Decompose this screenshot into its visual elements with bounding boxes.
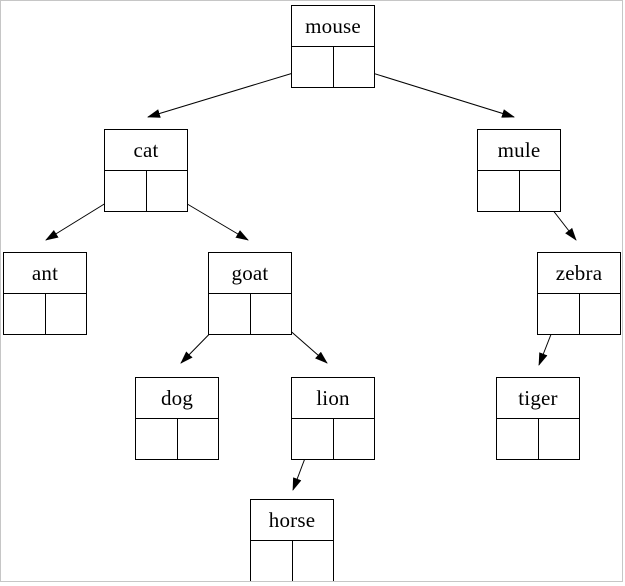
tree-node-lion: lion	[291, 377, 375, 460]
tree-node-ant: ant	[3, 252, 87, 335]
right-pointer-cell	[580, 294, 621, 334]
left-pointer-cell	[497, 419, 539, 459]
tree-node-mouse: mouse	[291, 5, 375, 88]
pointer-cells	[251, 541, 333, 581]
right-pointer-cell	[293, 541, 334, 581]
pointer-cells	[497, 419, 579, 459]
right-pointer-cell	[147, 171, 188, 211]
pointer-cells	[538, 294, 620, 334]
tree-node-goat: goat	[208, 252, 292, 335]
right-pointer-cell	[46, 294, 87, 334]
node-label: dog	[136, 378, 218, 419]
node-label: horse	[251, 500, 333, 541]
node-label: goat	[209, 253, 291, 294]
pointer-cells	[4, 294, 86, 334]
left-pointer-cell	[136, 419, 178, 459]
left-pointer-cell	[538, 294, 580, 334]
right-pointer-cell	[520, 171, 561, 211]
node-label: zebra	[538, 253, 620, 294]
node-label: cat	[105, 130, 187, 171]
right-pointer-cell	[334, 47, 375, 87]
node-label: mouse	[292, 6, 374, 47]
edge-mouse-mule	[352, 66, 515, 118]
left-pointer-cell	[251, 541, 293, 581]
node-label: lion	[292, 378, 374, 419]
right-pointer-cell	[178, 419, 219, 459]
tree-node-dog: dog	[135, 377, 219, 460]
left-pointer-cell	[209, 294, 251, 334]
pointer-cells	[292, 419, 374, 459]
left-pointer-cell	[478, 171, 520, 211]
right-pointer-cell	[539, 419, 580, 459]
node-label: ant	[4, 253, 86, 294]
pointer-cells	[136, 419, 218, 459]
right-pointer-cell	[334, 419, 375, 459]
tree-node-mule: mule	[477, 129, 561, 212]
edge-mouse-cat	[147, 66, 314, 118]
pointer-cells	[478, 171, 560, 211]
pointer-cells	[105, 171, 187, 211]
tree-node-cat: cat	[104, 129, 188, 212]
tree-node-tiger: tiger	[496, 377, 580, 460]
pointer-cells	[292, 47, 374, 87]
left-pointer-cell	[4, 294, 46, 334]
left-pointer-cell	[292, 419, 334, 459]
left-pointer-cell	[292, 47, 334, 87]
node-label: tiger	[497, 378, 579, 419]
tree-node-zebra: zebra	[537, 252, 621, 335]
node-label: mule	[478, 130, 560, 171]
left-pointer-cell	[105, 171, 147, 211]
right-pointer-cell	[251, 294, 292, 334]
tree-node-horse: horse	[250, 499, 334, 582]
pointer-cells	[209, 294, 291, 334]
